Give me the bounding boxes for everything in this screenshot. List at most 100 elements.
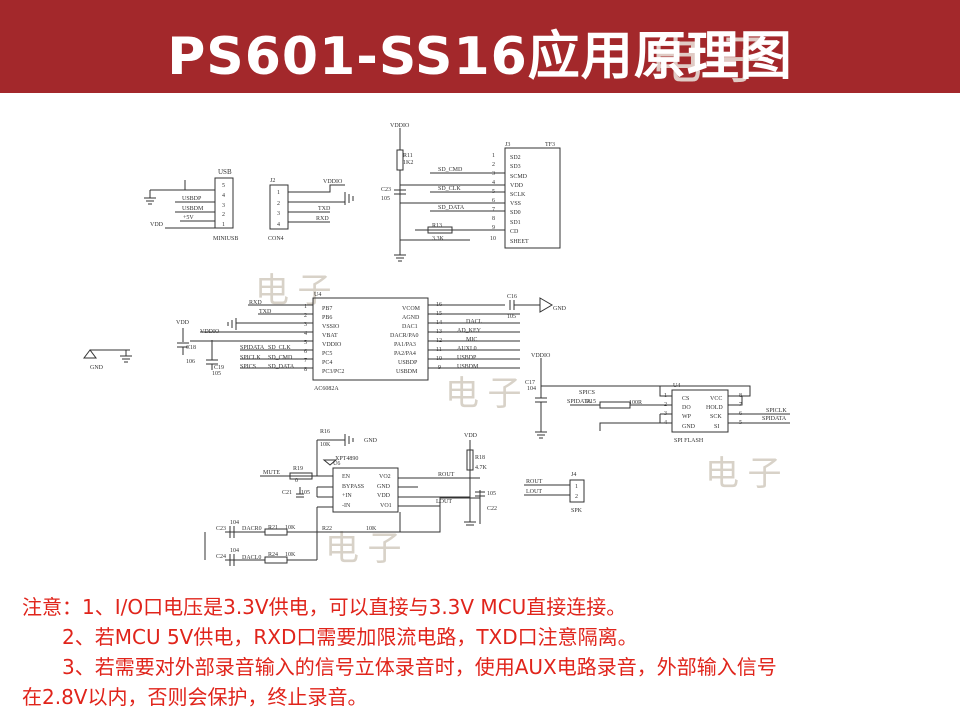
amp-net: 104: [230, 520, 239, 526]
usb-net: USBDP: [182, 196, 202, 202]
u4-net: SD_CMD: [268, 355, 293, 361]
tf-net: C23: [381, 187, 391, 193]
amp-right-label: VO1: [380, 503, 392, 509]
amp-net: GND: [364, 438, 378, 444]
note-line-2: 2、若MCU 5V供电，RXD口需要加限流电路，TXD口注意隔离。: [62, 625, 638, 649]
tf-pin: 7: [492, 207, 495, 213]
tf-pin: 3: [492, 171, 495, 177]
amp-net: 105: [301, 490, 310, 496]
u4-net: AD_KEY: [457, 328, 482, 334]
usb-pin: 5: [222, 183, 225, 189]
u4-left-label: VBAT: [322, 333, 338, 339]
tf-label: VSS: [510, 201, 521, 207]
u4-net: TXD: [259, 309, 272, 315]
tf-pin: 10: [490, 236, 496, 242]
flash-net: 104: [527, 386, 536, 392]
spk-pin: 1: [575, 484, 578, 490]
watermark-mid1: 电 子: [255, 272, 332, 310]
tf-ref: J3: [505, 142, 510, 148]
tf-label: SHEET: [510, 239, 529, 245]
flash-right-label: VCC: [710, 396, 722, 402]
usb-pin: 2: [222, 212, 225, 218]
u4-net: 105: [507, 314, 516, 320]
note-line-4: 在2.8V以内，否则会保护，终止录音。: [22, 685, 368, 709]
note-line-1: 注意：1、I/O口电压是3.3V供电，可以直接与3.3V MCU直接连接。: [22, 595, 627, 619]
amp-net: R19: [293, 466, 303, 472]
amp-net: 0: [295, 478, 298, 484]
u4-pin: 8: [304, 367, 307, 373]
u4-left-label: VDDIO: [322, 342, 342, 348]
tf-net: 105: [381, 196, 390, 202]
tf-card-connector: J3 TF3 SD2 SD3 SCMD VDD SCLK VSS SD0 SD1…: [381, 123, 561, 262]
watermark-low: 电 子: [325, 530, 402, 568]
u4-net: SPICS: [240, 364, 256, 370]
amp-right-label: VDD: [377, 493, 391, 499]
u4-net: SPIDATA: [240, 345, 265, 351]
flash-left-label: CS: [682, 396, 689, 402]
usb-net: +5V: [183, 215, 194, 221]
tf-label: SCLK: [510, 192, 526, 198]
flash-net: SPICS: [579, 390, 595, 396]
amp-left-label: -IN: [342, 503, 351, 509]
gnd-label: GND: [90, 365, 104, 371]
schematic-diagram: 电 子 电 子 电 子 电 子 USB MINIUSB 5 4 3 2 1 US…: [83, 123, 790, 568]
flash-left-label: DO: [682, 405, 691, 411]
flash-right-label: SCK: [710, 414, 722, 420]
u4-right-label: VCOM: [402, 306, 421, 312]
u4-right-label: PA2/PA4: [394, 351, 416, 357]
u4-left-label: PC4: [322, 360, 332, 366]
amp-net: DACL0: [242, 555, 261, 561]
j2-pin: 1: [277, 190, 280, 196]
tf-pin-labels: SD2 SD3 SCMD VDD SCLK VSS SD0 SD1 CD SHE…: [381, 123, 529, 245]
u4-left-label: PB6: [322, 315, 332, 321]
u4-net: 105: [212, 371, 221, 377]
u4-right-label: AGND: [402, 315, 420, 321]
note-line-3: 3、若需要对外部录音输入的信号立体录音时，使用AUX电路录音，外部输入信号: [62, 655, 777, 679]
u4-pin: 3: [304, 322, 307, 328]
amp-left-label: EN: [342, 474, 351, 480]
u4-right-label: USBDP: [398, 360, 418, 366]
u4-pin: 2: [304, 313, 307, 319]
amp-net: 10K: [320, 442, 331, 448]
u4-pin: 5: [304, 340, 307, 346]
j2-connector: J2 CON4 1 2 3 4 VDDIO TXD RXD: [268, 178, 354, 242]
flash-left-label: WP: [682, 414, 692, 420]
spk-net: LOUT: [526, 489, 542, 495]
vdd-label: VDD: [150, 222, 164, 228]
usb-connector: USB MINIUSB 5 4 3 2 1 USBDP USBDM +5V VD…: [144, 168, 238, 242]
u4-net: SD_CLK: [268, 345, 291, 351]
flash-net: 100R: [629, 400, 642, 406]
amp-net: LOUT: [436, 499, 452, 505]
tf-net: SD_DATA: [438, 205, 465, 211]
j2-pin: 4: [277, 222, 280, 228]
u4-right-label: PA1/PA3: [394, 342, 416, 348]
flash-left-label: GND: [682, 424, 696, 430]
u4-left-label: VSSIO: [322, 324, 340, 330]
u4-net: GND: [553, 306, 567, 312]
u4-net: VDD: [176, 320, 190, 326]
tf-net: R11: [403, 153, 413, 159]
u4-net: USBDM: [457, 364, 479, 370]
amp-net: R18: [475, 455, 485, 461]
u4-right-label: DACR/PA0: [390, 333, 418, 339]
notes: 注意：1、I/O口电压是3.3V供电，可以直接与3.3V MCU直接连接。 2、…: [22, 592, 777, 712]
amp-net: 105: [487, 491, 496, 497]
u4-net: C18: [186, 345, 196, 351]
amplifier-xpt4890: U6 XPT4890 EN BYPASS +IN -IN VO2 GND VDD…: [204, 429, 497, 566]
u4-left-label: PC3/PC2: [322, 369, 344, 375]
watermark-mid3: 电 子: [705, 455, 782, 493]
u4-net: DACL: [466, 319, 483, 325]
amp-ref: U6: [333, 461, 340, 467]
u4-net: MIC: [466, 337, 477, 343]
flash-net: SPICLK: [766, 408, 787, 414]
tf-net: R13: [432, 223, 442, 229]
flash-right-label: HOLD: [706, 405, 723, 411]
u4-left-label: PB7: [322, 306, 332, 312]
amp-net: 4.7K: [475, 465, 488, 471]
amp-net: R22: [322, 526, 332, 532]
amp-net: 10K: [366, 526, 377, 532]
u4-net: SD_DATA: [268, 364, 295, 370]
flash-net: SPIDATA: [567, 399, 592, 405]
j2-net: VDDIO: [323, 179, 343, 185]
j2-net: RXD: [316, 216, 329, 222]
